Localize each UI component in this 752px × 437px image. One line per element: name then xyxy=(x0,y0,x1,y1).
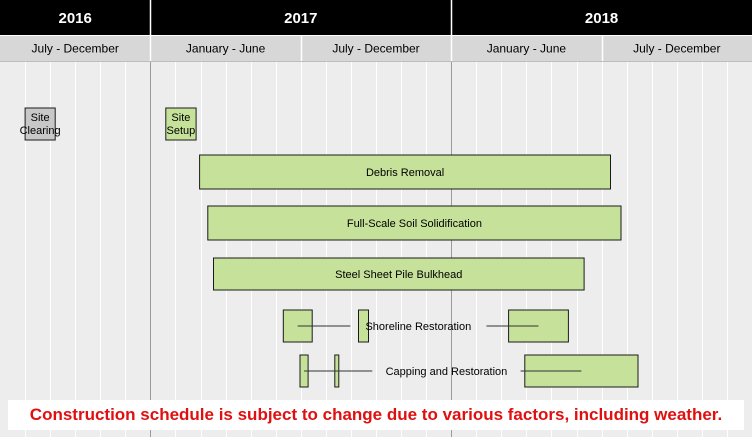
period-label: July - December xyxy=(332,42,419,56)
task-label-capping-and-restoration: Capping and Restoration xyxy=(386,366,508,378)
period-label: January - June xyxy=(186,42,266,56)
year-header-bar xyxy=(0,0,752,35)
year-label: 2018 xyxy=(585,10,618,27)
period-label: July - December xyxy=(32,42,119,56)
task-label-full-scale-soil-solidification: Full-Scale Soil Solidification xyxy=(347,218,482,230)
task-label-steel-sheet-pile-bulkhead: Steel Sheet Pile Bulkhead xyxy=(335,269,462,281)
gantt-bar-site-clearing xyxy=(24,107,56,141)
task-label-site-setup: Setup xyxy=(167,125,196,137)
period-header-bar xyxy=(0,36,752,61)
gantt-bar-shoreline-restoration xyxy=(358,309,369,343)
gantt-bar-full-scale-soil-solidification xyxy=(207,205,622,241)
gantt-bar-steel-sheet-pile-bulkhead xyxy=(213,257,585,291)
gantt-bar-site-setup xyxy=(165,107,197,141)
period-label: July - December xyxy=(633,42,720,56)
year-label: 2016 xyxy=(59,10,92,27)
task-label-shoreline-restoration: Shoreline Restoration xyxy=(365,321,471,333)
schedule-disclaimer: Construction schedule is subject to chan… xyxy=(8,400,744,430)
task-label-debris-removal: Debris Removal xyxy=(366,167,444,179)
task-label-site-clearing: Clearing xyxy=(20,125,61,137)
task-label-site-setup: Site xyxy=(171,112,190,124)
year-label: 2017 xyxy=(284,10,317,27)
task-label-site-clearing: Site xyxy=(31,112,50,124)
gantt-bar-debris-removal xyxy=(199,154,611,190)
period-label: January - June xyxy=(487,42,567,56)
